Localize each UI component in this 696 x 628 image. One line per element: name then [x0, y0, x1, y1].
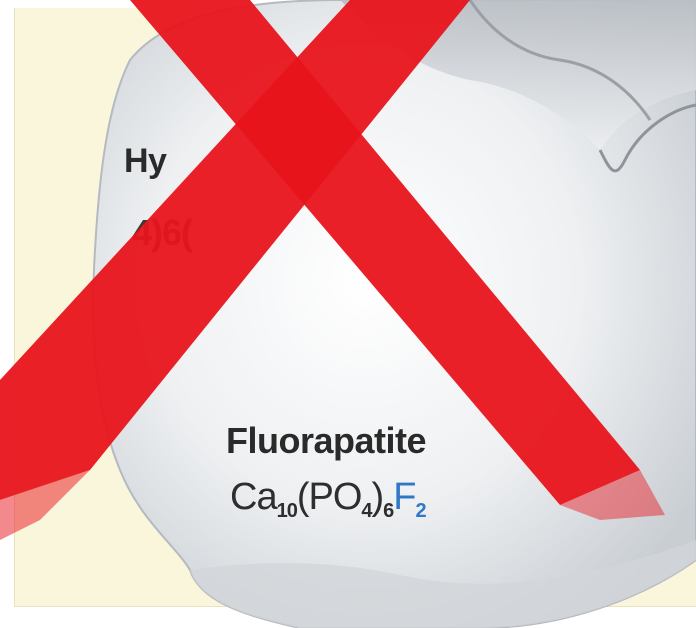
formula-phosphate-subscript: 4 — [361, 500, 372, 522]
formula-close-paren: ) — [371, 476, 385, 518]
hydroxyapatite-formula: 4)6( — [132, 212, 193, 253]
fluorapatite-label: Fluorapatite — [226, 420, 427, 461]
fluorapatite-formula: Ca10(PO4)6F2 — [230, 476, 427, 523]
formula-group-subscript: 6 — [383, 500, 394, 522]
formula-calcium: Ca — [230, 476, 278, 518]
tooth-lower-shadow — [190, 540, 696, 628]
hydroxyapatite-label: Hy — [124, 142, 167, 180]
formula-fluorine-subscript: 2 — [415, 500, 427, 522]
formula-calcium-subscript: 10 — [276, 500, 298, 522]
formula-fluorine: F — [393, 476, 416, 518]
formula-phosphate: (PO — [296, 476, 363, 518]
